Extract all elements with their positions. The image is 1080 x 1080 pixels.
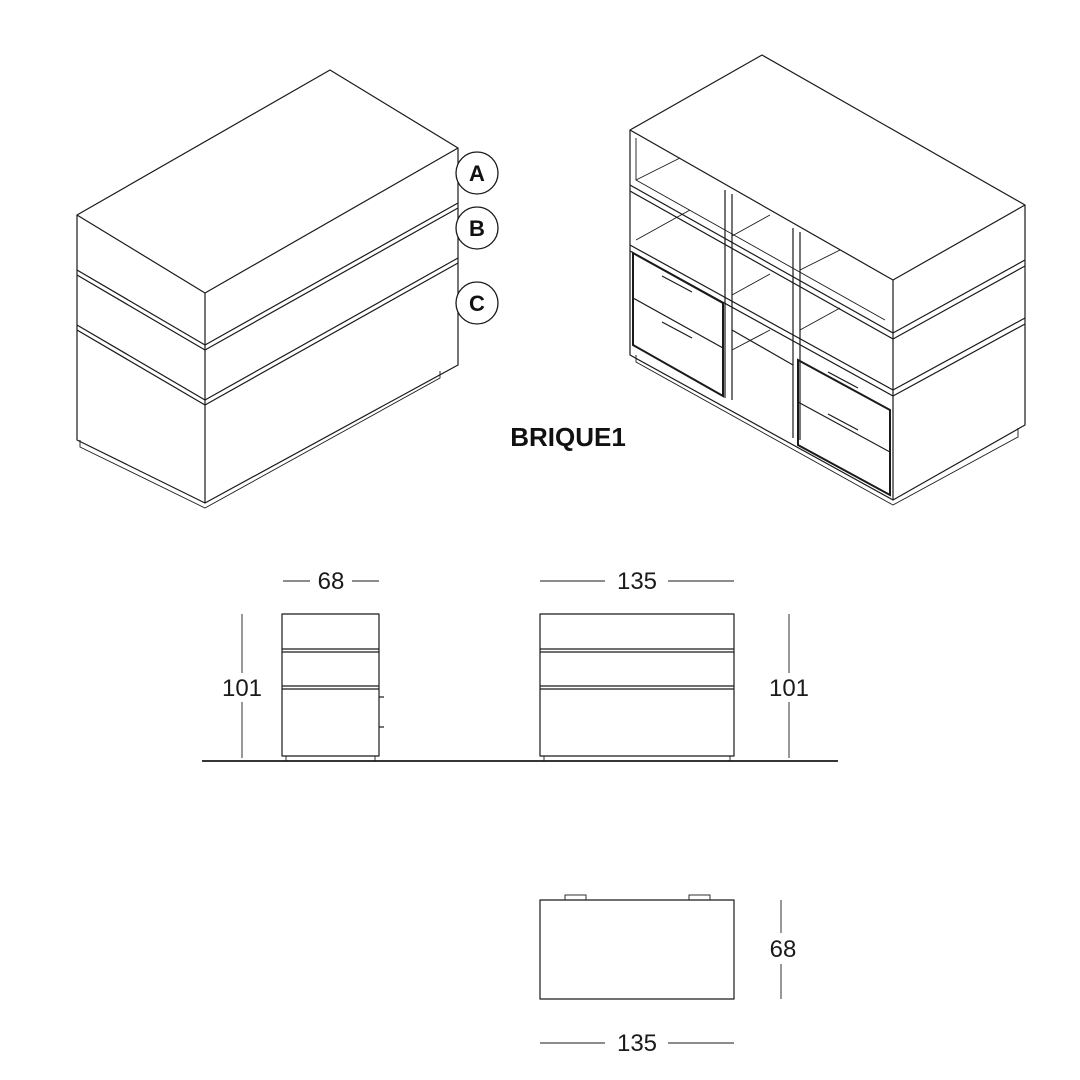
chest-top-face [76,69,459,294]
dim-height-left-text: 101 [222,675,262,702]
dim-front-width: 135 [540,568,734,595]
side-body [281,613,380,757]
right-drawer-frame [797,358,891,497]
front-body [539,613,735,757]
module-label-a: A [455,151,499,195]
dim-front-width-text: 135 [617,568,657,595]
band-2 [629,244,1026,391]
seam-a-b-inner [76,207,459,351]
product-title: BRIQUE1 [510,422,626,452]
seam-b-c [76,257,459,401]
right-drawer-split [797,401,891,453]
dim-height-right-text: 101 [769,675,809,702]
band-1b [629,190,1026,340]
shelf-depth-5 [799,307,841,331]
dim-plan-width: 135 [540,1030,734,1057]
module-label-c: C [455,281,499,325]
left-drawer-handle-2 [661,321,693,339]
right-drawer-handle-2 [827,413,859,431]
shelf-depth-6 [731,329,771,351]
module-label-b-text: B [469,216,485,241]
unit-top-face [629,54,1026,281]
open-top-depth [635,157,681,181]
mid-shelf [731,329,794,366]
dim-side-width: 68 [283,568,379,595]
left-drawer-frame [632,251,724,398]
dim-plan-depth: 68 [770,900,797,999]
left-drawer-handle-1 [661,275,693,293]
unit-plinth [635,355,1019,506]
dim-side-width-text: 68 [318,568,345,595]
dim-height-left: 101 [222,614,262,758]
shelf-depth-3 [799,249,841,271]
dim-plan-width-text: 135 [617,1030,657,1057]
open-top-row [635,138,886,321]
unit-front-left-edge [629,130,894,501]
left-drawer-split [632,297,724,349]
shelf-depth-1 [635,209,691,241]
chest-side-face [76,215,206,504]
side-elevation [281,613,384,762]
dim-plan-depth-text: 68 [770,936,797,963]
front-elevation [539,613,735,762]
band-2b [629,250,1026,397]
dim-height-right: 101 [769,614,809,758]
band-1 [629,184,1026,334]
seam-a-b [76,202,459,346]
seam-b-c-inner [76,262,459,406]
unit-side-face [892,205,1026,501]
closed-chest-isometric [76,69,459,509]
shelf-depth-2 [731,214,771,237]
open-shelving-isometric [629,54,1026,506]
plan-view [539,894,735,1000]
chest-plinth [79,371,441,509]
module-label-c-text: C [469,291,485,316]
module-label-b: B [455,206,499,250]
plan-body [539,899,735,1000]
shelf-depth-4 [731,273,771,296]
chest-front-face [204,148,459,504]
module-label-a-text: A [469,161,485,186]
right-drawer-handle-1 [827,371,859,389]
